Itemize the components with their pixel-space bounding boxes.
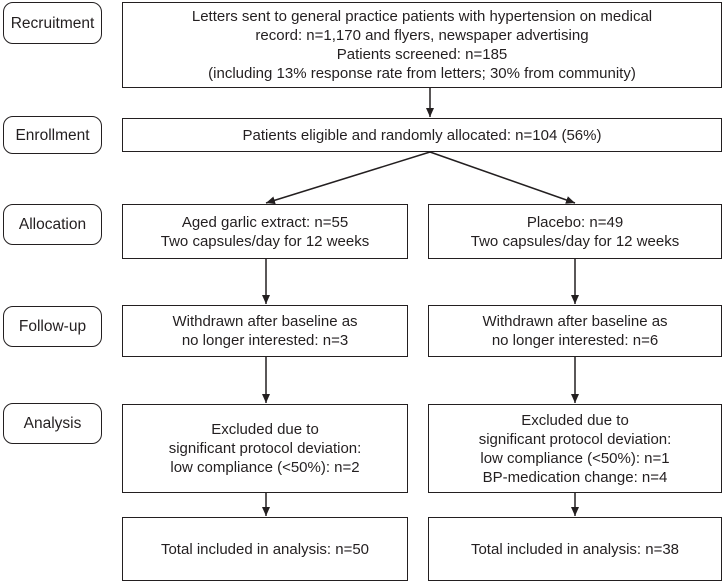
stage-recruitment: Recruitment — [3, 2, 102, 44]
garlic-allocation-line-2: Two capsules/day for 12 weeks — [160, 232, 370, 250]
garlic-total-box: Total included in analysis: n=50 — [122, 517, 408, 581]
placebo-excluded-line-4: BP-medication change: n=4 — [482, 468, 668, 486]
stage-analysis: Analysis — [3, 403, 102, 444]
placebo-allocation-line-1: Placebo: n=49 — [526, 213, 624, 231]
stage-allocation-label: Allocation — [18, 216, 87, 233]
garlic-excluded-line-3: low compliance (<50%): n=2 — [170, 459, 360, 476]
placebo-allocation-box: Placebo: n=49 Two capsules/day for 12 we… — [428, 204, 722, 259]
garlic-allocation-line-1: Aged garlic extract: n=55 — [181, 213, 349, 231]
garlic-excluded-box: Excluded due to significant protocol dev… — [122, 404, 408, 493]
placebo-allocation-line-2: Two capsules/day for 12 weeks — [470, 232, 680, 250]
placebo-followup-line-1: Withdrawn after baseline as — [482, 313, 668, 330]
recruitment-line-1: Letters sent to general practice patient… — [191, 8, 653, 25]
stage-enrollment-label: Enrollment — [15, 126, 90, 144]
garlic-total-line: Total included in analysis: n=50 — [160, 540, 370, 558]
stage-followup-label: Follow-up — [18, 318, 87, 335]
garlic-followup-box: Withdrawn after baseline as no longer in… — [122, 305, 408, 357]
garlic-excluded-line-2: significant protocol deviation: — [168, 440, 362, 457]
garlic-allocation-box: Aged garlic extract: n=55 Two capsules/d… — [122, 204, 408, 259]
recruitment-line-4: (including 13% response rate from letter… — [208, 65, 636, 82]
garlic-excluded-line-1: Excluded due to — [211, 421, 319, 438]
arrow-enrollment-to-placebo — [429, 151, 576, 204]
recruitment-line-2: record: n=1,170 and flyers, newspaper ad… — [255, 27, 589, 44]
placebo-total-line: Total included in analysis: n=38 — [470, 540, 680, 558]
placebo-excluded-line-1: Excluded due to — [521, 411, 629, 429]
placebo-excluded-box: Excluded due to significant protocol dev… — [428, 404, 722, 493]
placebo-excluded-line-2: significant protocol deviation: — [478, 430, 672, 448]
enrollment-box: Patients eligible and randomly allocated… — [122, 118, 722, 152]
stage-recruitment-label: Recruitment — [10, 14, 95, 32]
placebo-total-box: Total included in analysis: n=38 — [428, 517, 722, 581]
recruitment-line-3: Patients screened: n=185 — [336, 46, 508, 63]
stage-enrollment: Enrollment — [3, 116, 102, 154]
stage-allocation: Allocation — [3, 204, 102, 245]
enrollment-line-1: Patients eligible and randomly allocated… — [242, 126, 602, 144]
garlic-followup-line-1: Withdrawn after baseline as — [172, 313, 358, 330]
recruitment-box: Letters sent to general practice patient… — [122, 2, 722, 88]
arrow-enrollment-to-garlic — [265, 151, 431, 205]
garlic-followup-line-2: no longer interested: n=3 — [181, 332, 349, 349]
placebo-excluded-line-3: low compliance (<50%): n=1 — [480, 449, 670, 467]
placebo-followup-box: Withdrawn after baseline as no longer in… — [428, 305, 722, 357]
placebo-followup-line-2: no longer interested: n=6 — [491, 332, 659, 349]
stage-analysis-label: Analysis — [23, 415, 82, 432]
stage-followup: Follow-up — [3, 306, 102, 347]
